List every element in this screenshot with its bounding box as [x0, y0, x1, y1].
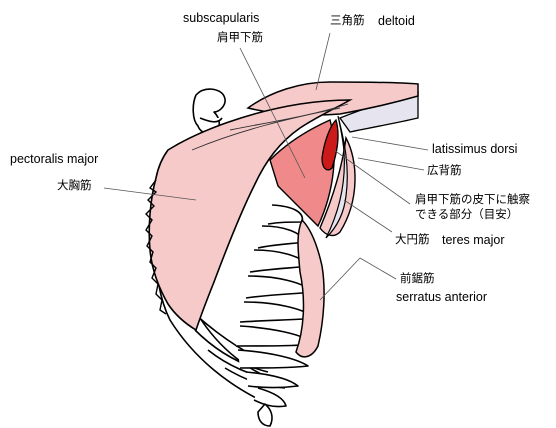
label-latissimus-jp: 広背筋	[427, 163, 462, 177]
pectoralis-major-muscle	[148, 99, 353, 332]
label-subscapularis-en: subscapularis	[183, 11, 260, 25]
label-palpable-line2: できる部分（目安）	[415, 207, 519, 221]
pectoralis-fibers	[191, 103, 349, 151]
label-teres-jp: 大円筋	[395, 232, 430, 246]
pectoralis-jagged-edge	[145, 179, 167, 315]
leader-lines	[103, 32, 429, 301]
label-teres-en: teres major	[442, 233, 505, 247]
label-subscapularis-jp: 肩甲下筋	[217, 30, 263, 44]
label-pectoralis-en: pectoralis major	[10, 152, 99, 166]
label-latissimus-en: latissimus dorsi	[432, 142, 518, 156]
label-serratus-en: serratus anterior	[396, 290, 488, 304]
label-serratus-jp: 前鋸筋	[400, 271, 435, 285]
serratus-anterior	[295, 218, 325, 358]
label-pectoralis-jp: 大胸筋	[57, 178, 92, 192]
palpable-region	[321, 118, 339, 171]
label-deltoid-en: deltoid	[378, 14, 415, 28]
label-palpable-line1: 肩甲下筋の皮下に触察	[415, 192, 530, 206]
latissimus-dorsi-muscle	[325, 115, 348, 239]
label-deltoid-jp: 三角筋	[330, 13, 365, 27]
